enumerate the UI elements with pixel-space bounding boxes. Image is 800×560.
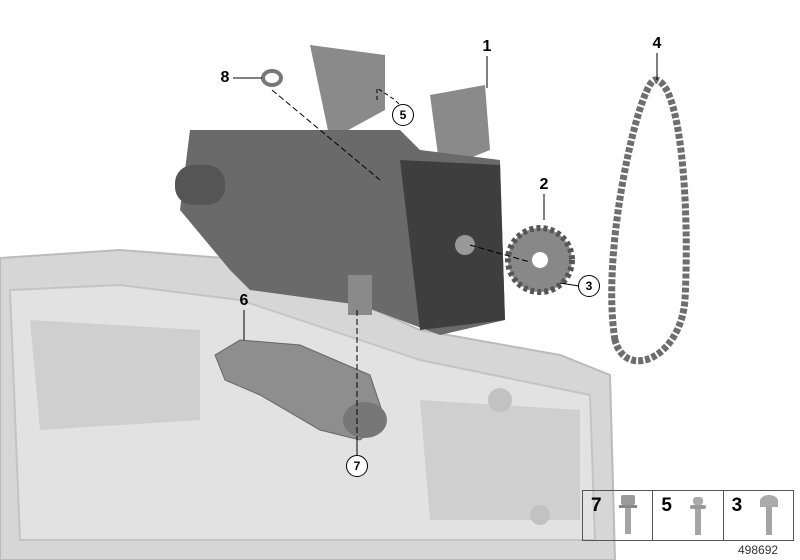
legend-item-5[interactable]: 5: [653, 491, 724, 540]
hex-bolt-icon: [619, 495, 637, 534]
callout-8[interactable]: 8: [220, 69, 230, 86]
callout-2[interactable]: 2: [539, 176, 549, 193]
legend-number: 3: [731, 495, 743, 516]
legend-item-3[interactable]: 3: [724, 491, 793, 540]
legend-number: 7: [591, 495, 602, 516]
torx-bolt-icon: [759, 495, 778, 535]
leader-lines: [233, 53, 658, 455]
oil-pickup: [214, 339, 387, 441]
sprocket: [505, 225, 575, 295]
callout-3[interactable]: 3: [578, 275, 600, 297]
callout-6[interactable]: 6: [239, 292, 249, 309]
legend-number: 5: [661, 495, 672, 516]
legend-item-7[interactable]: 7: [583, 491, 654, 540]
oil-pump: [175, 45, 505, 335]
callout-1[interactable]: 1: [482, 38, 492, 55]
flange-bolt-icon: [690, 497, 707, 535]
timing-chain: [608, 76, 690, 365]
callout-7[interactable]: 7: [346, 455, 368, 477]
fastener-legend: 7 5 3: [582, 490, 794, 541]
sealing-ring: [261, 69, 283, 87]
callout-5[interactable]: 5: [392, 104, 414, 126]
diagram-id: 498692: [738, 543, 779, 557]
callout-4[interactable]: 4: [652, 35, 662, 52]
